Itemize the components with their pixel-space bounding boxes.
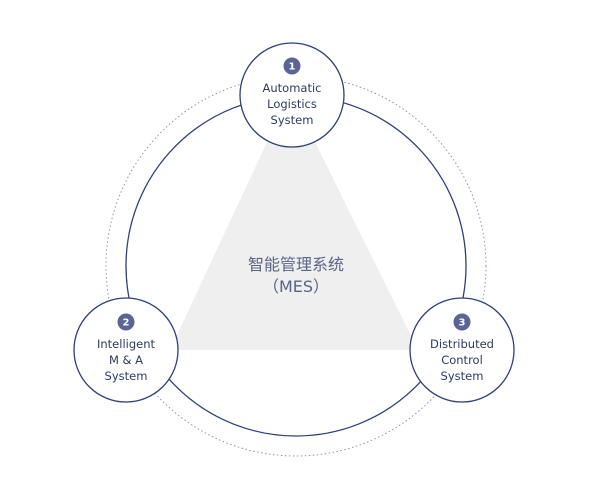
node-2-number: 2 — [123, 318, 130, 329]
node-2-line-1: Intelligent — [97, 337, 156, 351]
node-1-number: 1 — [289, 62, 296, 73]
node-intelligent-ma: 2 Intelligent M & A System — [73, 297, 179, 403]
node-3-line-2: Control — [441, 353, 483, 367]
node-2-badge — [117, 313, 135, 331]
node-2-line-2: M & A — [109, 353, 143, 367]
node-1-line-3: System — [271, 113, 314, 127]
node-1-line-1: Automatic — [263, 81, 322, 95]
node-1-line-2: Logistics — [267, 97, 317, 111]
center-subtitle: （MES） — [263, 277, 329, 296]
node-1-badge — [283, 57, 301, 75]
node-3-line-3: System — [441, 369, 484, 383]
node-distributed-control: 3 Distributed Control System — [409, 297, 515, 403]
center-triangle — [170, 140, 418, 350]
outer-dotted-ring — [105, 75, 487, 457]
node-3-number: 3 — [459, 318, 466, 329]
center-title: 智能管理系统 — [248, 255, 344, 274]
node-automatic-logistics: 1 Automatic Logistics System — [239, 42, 345, 148]
node-3-line-1: Distributed — [430, 337, 494, 351]
node-3-badge — [453, 313, 471, 331]
node-2-line-3: System — [105, 369, 148, 383]
